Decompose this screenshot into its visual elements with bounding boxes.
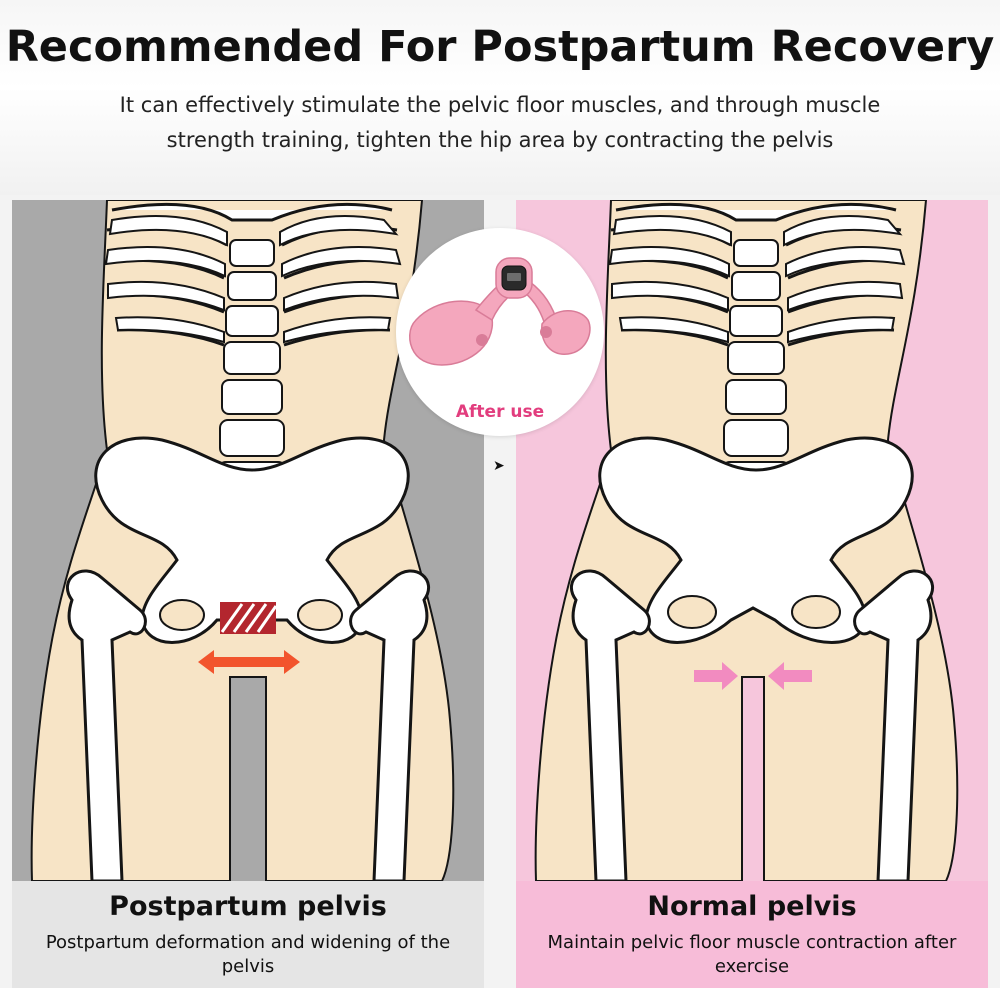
normal-description: Maintain pelvic floor muscle contraction… bbox=[547, 932, 957, 977]
obturator-right bbox=[791, 595, 841, 629]
arrow-right-icon: ➤ bbox=[493, 458, 505, 474]
page-subtitle: It can effectively stimulate the pelvic … bbox=[119, 93, 881, 152]
normal-title: Normal pelvis bbox=[647, 891, 857, 922]
contraction-arrows bbox=[694, 662, 812, 690]
postpartum-caption: Postpartum pelvis Postpartum deformation… bbox=[12, 881, 484, 988]
leg-gap bbox=[229, 676, 267, 888]
normal-skeleton-illustration bbox=[534, 200, 959, 888]
normal-caption: Normal pelvis Maintain pelvic floor musc… bbox=[516, 881, 988, 988]
postpartum-description: Postpartum deformation and widening of t… bbox=[45, 932, 451, 977]
spine bbox=[721, 239, 791, 499]
obturator-left bbox=[159, 599, 205, 631]
header-banner: Recommended For Postpartum Recovery It c… bbox=[0, 0, 1000, 195]
pelvic-floor-trainer-icon bbox=[409, 257, 591, 366]
page-title: Recommended For Postpartum Recovery bbox=[5, 22, 995, 72]
leg-gap bbox=[741, 676, 765, 888]
after-use-label: After use bbox=[455, 402, 545, 422]
ribs bbox=[104, 215, 402, 344]
femurs bbox=[65, 569, 431, 883]
widening-stripes bbox=[220, 603, 278, 633]
obturator-left bbox=[667, 595, 717, 629]
femurs bbox=[569, 569, 935, 883]
obturator-right bbox=[297, 599, 343, 631]
postpartum-title: Postpartum pelvis bbox=[109, 891, 387, 922]
device-inset: After use bbox=[396, 228, 604, 436]
ribs bbox=[608, 215, 906, 344]
widening-arrows bbox=[198, 650, 300, 674]
